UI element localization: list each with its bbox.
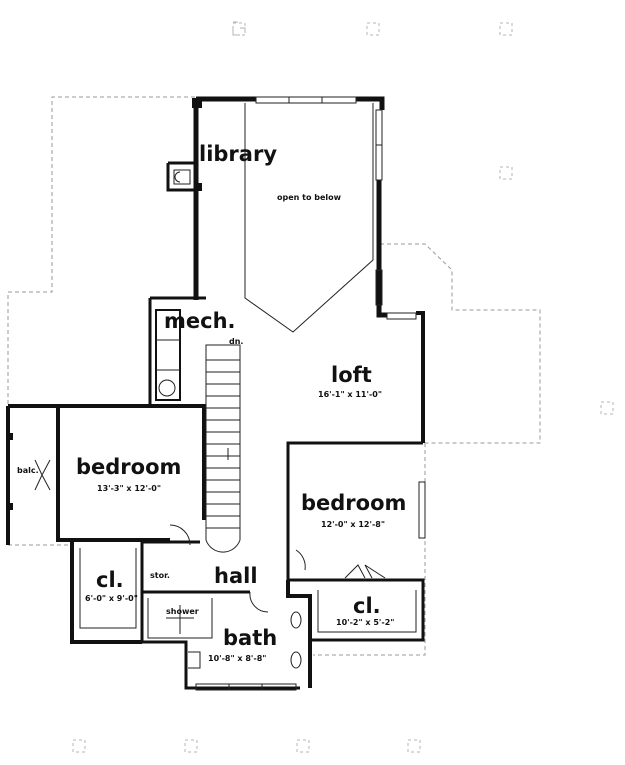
room-label-storage: stor. — [150, 571, 170, 580]
stair — [205, 344, 241, 553]
registration-marks — [72, 21, 614, 753]
room-dims-bedroom-right: 12'-0" x 12'-8" — [321, 520, 385, 529]
walls — [6, 96, 426, 690]
room-dims-bath: 10'-8" x 8'-8" — [208, 654, 266, 663]
room-label-balcony: balc. — [17, 466, 39, 475]
room-label-mech: mech. — [164, 309, 236, 333]
room-label-library: library — [199, 142, 277, 166]
room-label-closet-right: cl. — [353, 594, 381, 618]
room-label-shower: shower — [166, 607, 199, 616]
open-to-below-note: open to below — [277, 193, 342, 202]
windows — [195, 96, 417, 691]
open-to-below-area — [244, 103, 374, 333]
room-dims-loft: 16'-1" x 11'-0" — [318, 390, 382, 399]
room-label-bath: bath — [223, 626, 277, 650]
room-label-hall: hall — [214, 564, 258, 588]
room-label-bedroom-left: bedroom — [76, 455, 181, 479]
room-dims-bedroom-left: 13'-3" x 12'-0" — [97, 484, 161, 493]
room-label-loft: loft — [331, 363, 372, 387]
library-column — [173, 169, 191, 185]
room-dims-closet-left: 6'-0" x 9'-0" — [85, 594, 138, 603]
room-label-closet-left: cl. — [96, 568, 124, 592]
roof-outline — [7, 96, 541, 656]
stair-down-note: dn. — [229, 337, 243, 346]
room-dims-closet-right: 10'-2" x 5'-2" — [336, 618, 394, 627]
room-label-bedroom-right: bedroom — [301, 491, 406, 515]
